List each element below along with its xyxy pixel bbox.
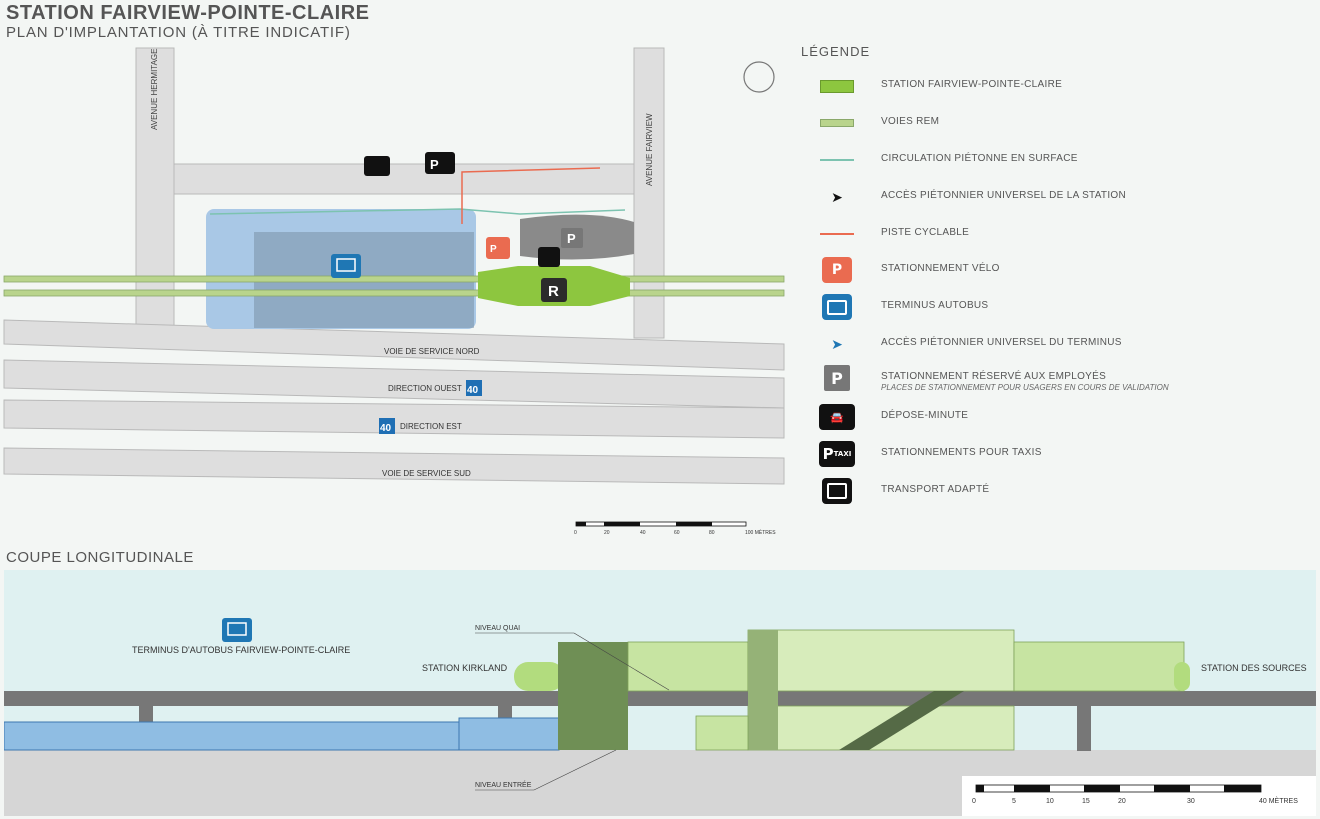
legend-item-paratransit: TRANSPORT ADAPTÉ <box>812 475 1312 507</box>
legend-item-bus: TERMINUS AUTOBUS <box>812 291 1312 323</box>
svg-text:20: 20 <box>604 530 610 536</box>
highway-40-shield-icon-2: 40 <box>379 418 395 434</box>
svg-text:0: 0 <box>972 798 976 805</box>
svg-text:R: R <box>548 283 559 300</box>
street-label-direction-ouest: DIRECTION OUEST <box>388 384 462 393</box>
street-label-hermitage: AVENUE HERMITAGE <box>150 49 159 131</box>
legend-item-rem-tracks: VOIES REM <box>812 107 1312 139</box>
drop-off-icon <box>364 156 390 176</box>
svg-text:P: P <box>490 244 497 255</box>
legend-item-station: STATION FAIRVIEW-POINTE-CLAIRE <box>812 70 1312 102</box>
svg-text:40: 40 <box>467 385 479 396</box>
plan-scale-bar: 0 20 40 60 80 100 MÈTRES <box>574 521 776 536</box>
page-title: STATION FAIRVIEW-POINTE-CLAIRE <box>6 2 370 24</box>
north-access-road <box>173 163 635 195</box>
pedestrian-path <box>209 208 626 215</box>
drop-off-icon: 🚘 <box>819 404 855 430</box>
niveau-quai-label: NIVEAU QUAI <box>475 625 520 632</box>
legend-title: LÉGENDE <box>801 44 871 59</box>
station-tower <box>558 642 628 750</box>
section-scale-bar: 0 5 10 15 20 30 40 MÈTRES <box>962 776 1316 816</box>
svg-text:60: 60 <box>674 530 680 536</box>
svg-text:5: 5 <box>1012 798 1016 805</box>
station-kirkland-label: STATION KIRKLAND <box>422 663 508 673</box>
street-label-fairview: AVENUE FAIRVIEW <box>645 113 654 186</box>
parking-icon: P <box>824 365 850 391</box>
site-plan: P P R P AVENUE HERMITAGE AVENUE FAIRVIEW… <box>3 47 785 536</box>
page-subtitle: PLAN D'IMPLANTATION (À TITRE INDICATIF) <box>6 24 351 41</box>
legend-item-terminus-access: ➤ ACCÈS PIÉTONNIER UNIVERSEL DU TERMINUS <box>831 335 1122 352</box>
rem-tracks <box>3 275 785 297</box>
legend-item-parking: P STATIONNEMENT RÉSERVÉ AUX EMPLOYÉS PLA… <box>812 362 1312 394</box>
svg-text:15: 15 <box>1082 798 1090 805</box>
station-des-sources-label: STATION DES SOURCES <box>1201 663 1307 673</box>
street-label-service-nord: VOIE DE SERVICE NORD <box>384 347 480 356</box>
street-label-direction-est: DIRECTION EST <box>400 422 462 431</box>
station-access-arrow-icon: ➤ <box>831 188 843 205</box>
legend-item-bike-parking: P STATIONNEMENT VÉLO <box>812 254 1312 286</box>
paratransit-icon <box>538 247 560 267</box>
parking-icon: P <box>561 228 583 248</box>
legend-item-pedestrian: CIRCULATION PIÉTONNE EN SURFACE <box>812 144 1312 176</box>
bus-icon <box>331 254 361 278</box>
rem-track-swatch <box>820 119 854 127</box>
rem-logo-icon: R <box>541 278 567 302</box>
terminus-access-arrow-icon: ➤ <box>831 335 843 352</box>
svg-text:40 MÈTRES: 40 MÈTRES <box>1259 796 1298 805</box>
svg-text:10: 10 <box>1046 798 1054 805</box>
section-bus-icon <box>222 618 252 642</box>
highway-40-shield-icon: 40 <box>466 380 482 396</box>
taxi-icon: P <box>425 152 455 174</box>
section-title: COUPE LONGITUDINALE <box>6 549 194 566</box>
legend-item-drop-off: 🚘 DÉPOSE-MINUTE <box>812 401 1312 433</box>
svg-text:30: 30 <box>1187 798 1195 805</box>
terminus-label: TERMINUS D'AUTOBUS FAIRVIEW-POINTE-CLAIR… <box>132 645 350 655</box>
svg-text:0: 0 <box>574 530 577 536</box>
svg-text:40: 40 <box>380 423 392 434</box>
voie-service-nord-road <box>3 319 785 371</box>
legend-item-bike-path: PISTE CYCLABLE <box>812 218 1312 250</box>
bus-terminus-building <box>4 721 460 751</box>
elevated-guideway <box>4 691 1316 706</box>
svg-text:20: 20 <box>1118 798 1126 805</box>
svg-text:P: P <box>567 231 576 246</box>
svg-text:100 MÈTRES: 100 MÈTRES <box>745 529 776 536</box>
station-platform-level <box>747 629 1015 692</box>
bike-path <box>461 167 601 224</box>
bus-icon <box>822 294 852 320</box>
north-arrow-icon <box>743 61 775 93</box>
svg-text:40: 40 <box>640 530 646 536</box>
svg-text:80: 80 <box>709 530 715 536</box>
escalator <box>839 691 964 750</box>
bike-parking-icon: P <box>486 237 510 259</box>
pedestrian-path-icon <box>820 159 854 161</box>
svg-text:P: P <box>430 157 439 172</box>
niveau-entree-label: NIVEAU ENTRÉE <box>475 780 532 789</box>
street-label-service-sud: VOIE DE SERVICE SUD <box>382 469 471 478</box>
legend-item-station-access: ➤ ACCÈS PIÉTONNIER UNIVERSEL DE LA STATI… <box>831 188 1127 205</box>
voie-service-sud-road <box>3 447 785 485</box>
bike-path-icon <box>820 233 854 235</box>
longitudinal-section: TERMINUS D'AUTOBUS FAIRVIEW-POINTE-CLAIR… <box>4 570 1316 816</box>
bike-parking-icon: P <box>822 257 852 283</box>
station-swatch <box>820 79 854 93</box>
paratransit-icon <box>822 478 852 504</box>
